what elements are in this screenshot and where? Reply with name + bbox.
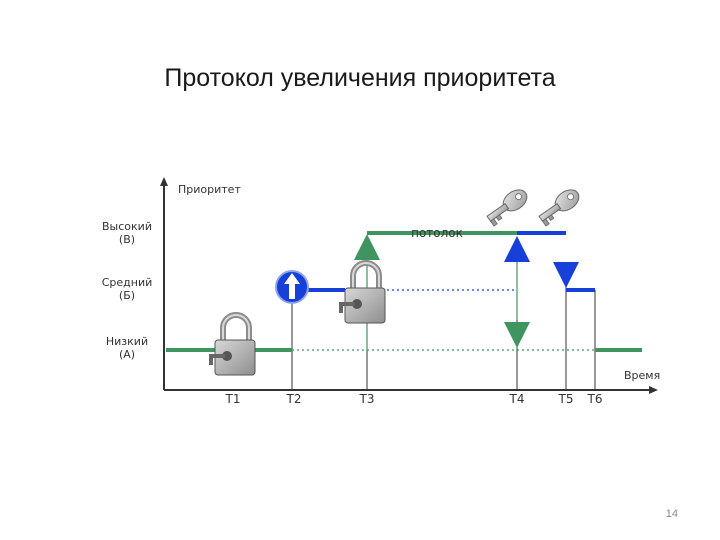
tick-t6: T6: [587, 392, 603, 406]
task-b-down-arrow-icon: [553, 262, 579, 288]
lower-priority-arrow-icon: [504, 322, 530, 348]
lock-with-key-icon: [339, 260, 386, 324]
key-icon: [538, 189, 580, 227]
slide-title: Протокол увеличения приоритета: [164, 64, 556, 92]
x-axis-arrow-icon: [649, 386, 658, 394]
tick-t4: T4: [509, 392, 525, 406]
key-icon: [486, 189, 528, 227]
task-b-activation-up-arrow-icon: [275, 270, 309, 304]
slide-number: 14: [665, 508, 678, 520]
level-low-name: Низкий: [106, 335, 148, 348]
level-medium-name: Средний: [102, 276, 153, 289]
lock-icon: [209, 312, 256, 376]
tick-t5: T5: [558, 392, 574, 406]
y-axis-label: Приоритет: [178, 183, 241, 196]
level-medium-code: (Б): [119, 289, 135, 302]
x-axis-label: Время: [624, 369, 660, 382]
task-b-up-arrow-icon: [504, 236, 530, 262]
level-high-code: (В): [119, 233, 135, 246]
tick-t1: T1: [225, 392, 241, 406]
level-high-name: Высокий: [102, 220, 152, 233]
raise-priority-arrow-icon: [354, 234, 380, 260]
y-axis-arrow-icon: [160, 177, 168, 186]
ceiling-label: потолок: [411, 226, 463, 240]
tick-t2: T2: [286, 392, 302, 406]
tick-t3: T3: [359, 392, 375, 406]
level-low-code: (А): [119, 348, 135, 361]
